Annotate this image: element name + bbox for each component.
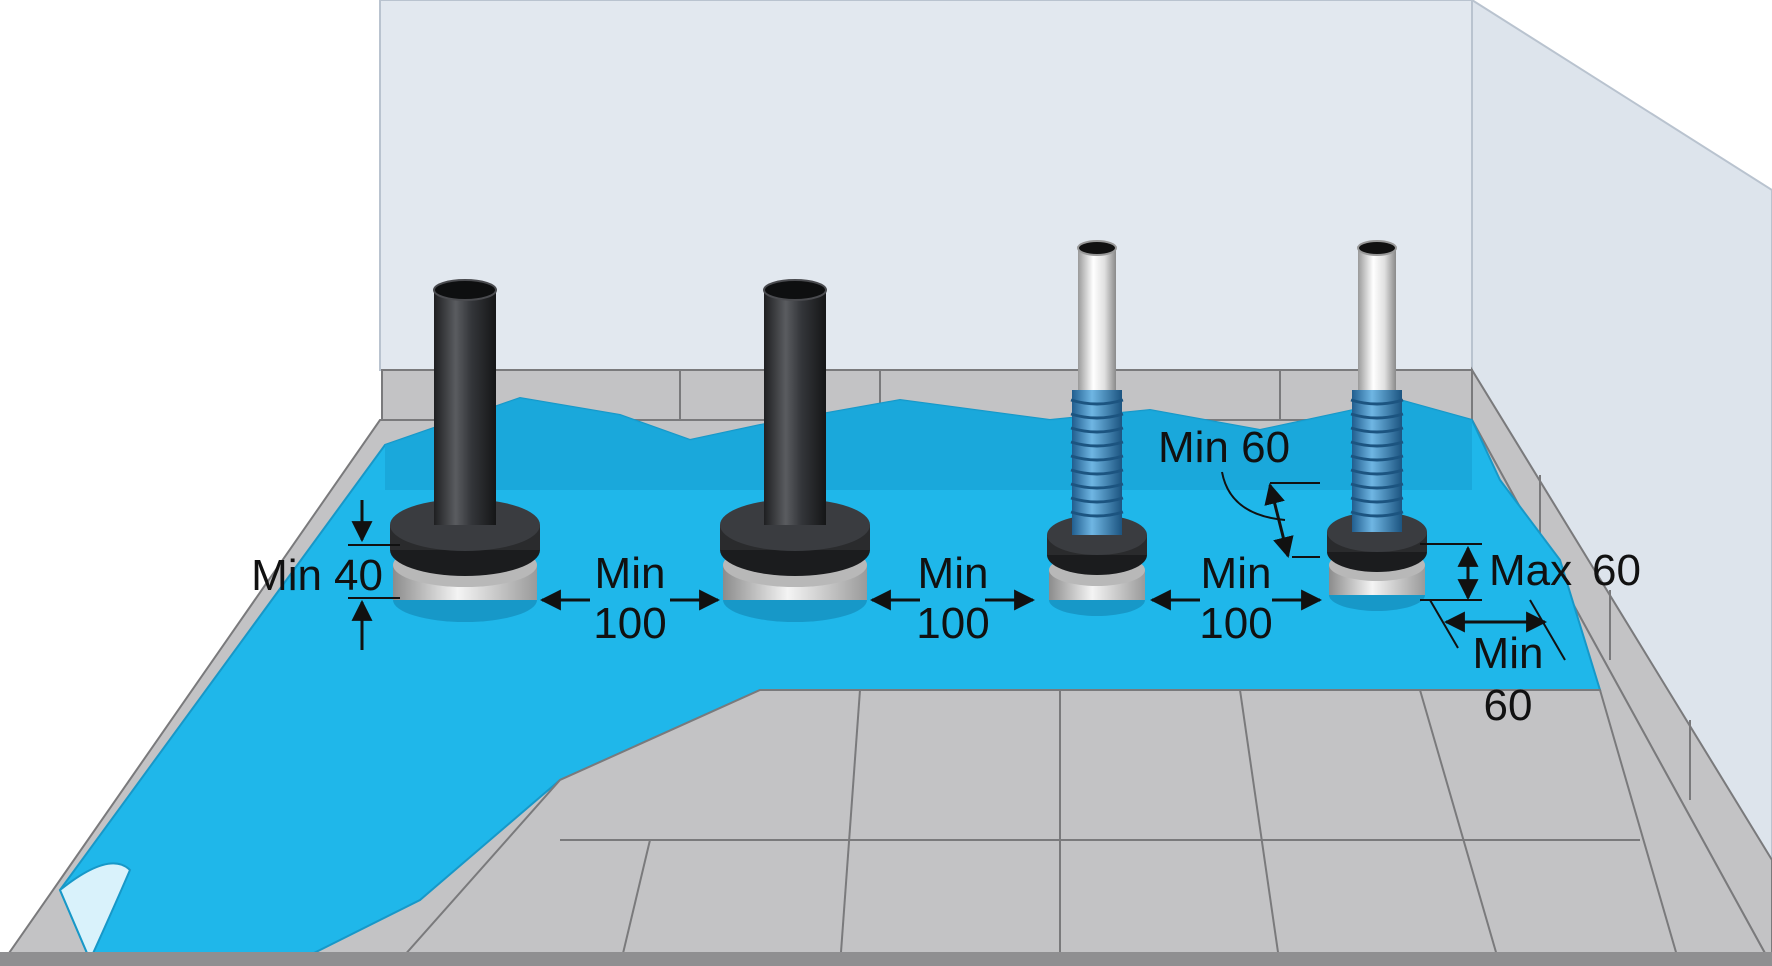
membrane-upturn [385,398,1472,490]
gap3-label-min: Min [1201,549,1272,598]
pipe-4 [1327,240,1427,611]
pipe4-edge-label-value: 60 [1484,681,1533,730]
gap1-label-min: Min [595,549,666,598]
hose-ribs [1350,398,1404,518]
pipe4-edge-label-min: Min [1473,629,1544,678]
gap3-label-value: 100 [1199,599,1272,648]
gap1-label-value: 100 [593,599,666,648]
pipe4-max-label: Max [1489,546,1572,595]
pipe4-max-value: 60 [1592,546,1641,595]
back-wall [379,0,1473,371]
pipe3-height-label: Min 60 [1158,423,1290,472]
floor-tiles [393,689,1682,966]
pipe1-clearance-label-value: 40 [334,551,383,600]
pipe-3 [1047,240,1147,616]
floor-edge [0,952,1772,966]
pipe1-clearance-label-min: Min [251,551,322,600]
right-wall [1471,0,1772,862]
right-skirting-tiles [1471,366,1772,966]
membrane-peeled-corner [58,862,132,963]
hose-ribs [1070,398,1124,518]
gap2-label-min: Min [918,549,989,598]
dimension-lines [348,471,1566,661]
pipe-1 [390,279,540,622]
gap2-label-value: 100 [916,599,989,648]
pipe-2 [720,279,870,622]
